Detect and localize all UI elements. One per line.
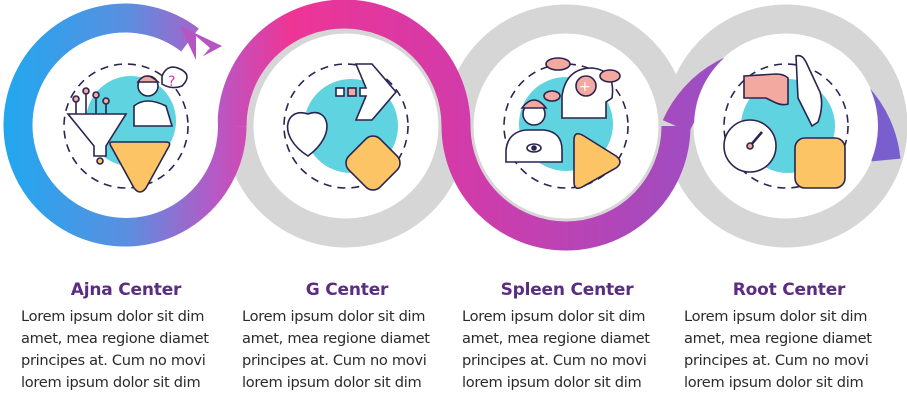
step-spleen-center: Spleen Center Lorem ipsum dolor sit dim …	[462, 280, 672, 394]
rounded-square-icon	[794, 137, 846, 189]
arrow-notch	[196, 36, 210, 64]
step-title: Root Center	[732, 280, 846, 300]
play-triangle-icon	[573, 132, 621, 190]
step-description: Lorem ipsum dolor sit dim amet, mea regi…	[462, 308, 650, 391]
step-description: Lorem ipsum dolor sit dim amet, mea regi…	[242, 308, 430, 391]
step-title: Ajna Center	[70, 280, 182, 300]
step-root-center: Root Center Lorem ipsum dolor sit dim am…	[684, 280, 894, 394]
step-title: Spleen Center	[500, 280, 634, 300]
rounded-diamond-icon	[345, 135, 401, 191]
step-ajna-center: Ajna Center Lorem ipsum dolor sit dim am…	[21, 280, 231, 394]
svg-text:+: +	[579, 79, 591, 95]
svg-text:?: ?	[168, 74, 175, 90]
process-infographic: ? +	[3, 0, 907, 251]
step-title: G Center	[305, 280, 389, 300]
step-description: Lorem ipsum dolor sit dim amet, mea regi…	[21, 308, 209, 391]
funnel-thinking-person-icon: ?	[63, 63, 189, 189]
step-g-center: G Center Lorem ipsum dolor sit dim amet,…	[242, 280, 452, 394]
step-description: Lorem ipsum dolor sit dim amet, mea regi…	[684, 308, 872, 391]
